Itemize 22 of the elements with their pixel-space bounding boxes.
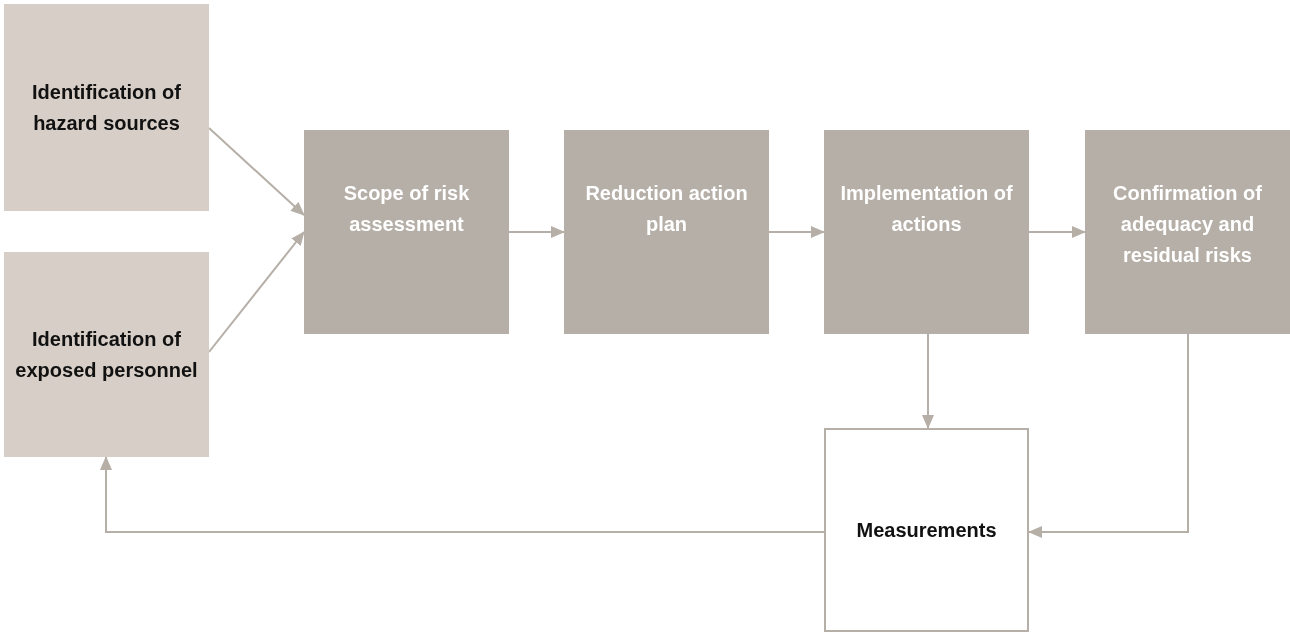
arrow — [768, 226, 825, 238]
process-box — [304, 130, 509, 334]
box-label: Implementation of actions — [839, 181, 1014, 237]
input-box — [4, 4, 209, 211]
box-label: Reduction action plan — [584, 181, 749, 237]
arrow — [922, 333, 934, 429]
box-label: Identification of exposed personnel — [14, 326, 199, 383]
process-box — [564, 130, 769, 334]
process-box — [824, 130, 1029, 334]
arrow — [508, 226, 565, 238]
input-box — [4, 252, 209, 457]
box-label: Identification of hazard sources — [31, 79, 182, 136]
output-box — [824, 428, 1029, 632]
arrow — [208, 231, 305, 353]
arrow — [1028, 226, 1086, 238]
arrow — [208, 127, 305, 216]
process-box — [1085, 130, 1290, 334]
box-label: Confirmation of adequacy and residual risks — [1112, 181, 1263, 268]
box-label: Scope of risk assessment — [342, 181, 471, 237]
arrow — [1028, 333, 1189, 538]
box-label: Measurements — [856, 517, 997, 543]
arrow — [100, 456, 825, 533]
